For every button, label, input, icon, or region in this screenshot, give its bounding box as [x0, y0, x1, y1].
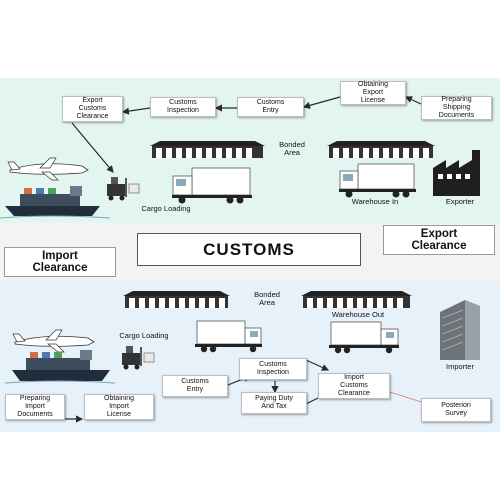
import-customs-clearance-box: Import Customs Clearance [318, 373, 390, 399]
truck-icon [195, 320, 262, 353]
paying-duty-and-tax-box: Paying Duty And Tax [241, 392, 307, 414]
export-clearance-box: Export Clearance [383, 225, 495, 255]
import-bonded-area-label: Bonded Area [254, 290, 280, 307]
export-customs-clearance-box: Export Customs Clearance [62, 96, 123, 122]
cargo-ship-icon [0, 186, 111, 219]
export-cargo-loading-label: Cargo Loading [141, 204, 191, 213]
forklift-icon [122, 346, 155, 370]
export-customs-inspection-box: Customs Inspection [150, 97, 216, 117]
warehouse-icon [123, 291, 230, 308]
airplane-icon [12, 329, 95, 353]
import-customs-entry-box: Customs Entry [162, 375, 228, 397]
forklift-icon [107, 177, 140, 201]
exporter-label: Exporter [445, 197, 475, 206]
export-flow-arrows [71, 96, 422, 173]
truck-icon [329, 321, 399, 354]
import-clearance-box: Import Clearance [4, 247, 116, 277]
posteriori-survey-box: Posteriori Survey [421, 398, 491, 422]
customs-title-box: CUSTOMS [137, 233, 361, 266]
factory-icon [433, 150, 480, 196]
warehouse-icon [150, 141, 265, 158]
warehouse-icon [301, 291, 412, 308]
truck-icon [172, 167, 252, 204]
export-customs-entry-box: Customs Entry [237, 97, 304, 117]
export-bonded-area-label: Bonded Area [279, 140, 305, 157]
airplane-icon [7, 157, 89, 181]
import-customs-inspection-box: Customs Inspection [239, 358, 307, 380]
warehouse-out-label: Warehouse Out [331, 310, 385, 319]
warehouse-in-label: Warehouse In [351, 197, 399, 206]
cargo-ship-icon [4, 350, 116, 384]
obtaining-import-license-box: Obtaining Import License [84, 394, 154, 420]
preparing-import-documents-box: Preparing Import Documents [5, 394, 65, 420]
importer-label: Importer [446, 362, 474, 371]
preparing-shipping-documents-box: Preparing Shipping Documents [421, 96, 492, 120]
import-cargo-loading-label: Cargo Loading [119, 331, 169, 340]
warehouse-icon [327, 141, 435, 158]
truck-icon [339, 163, 416, 198]
office-building-icon [440, 300, 480, 360]
obtaining-export-license-box: Obtaining Export License [340, 81, 406, 105]
